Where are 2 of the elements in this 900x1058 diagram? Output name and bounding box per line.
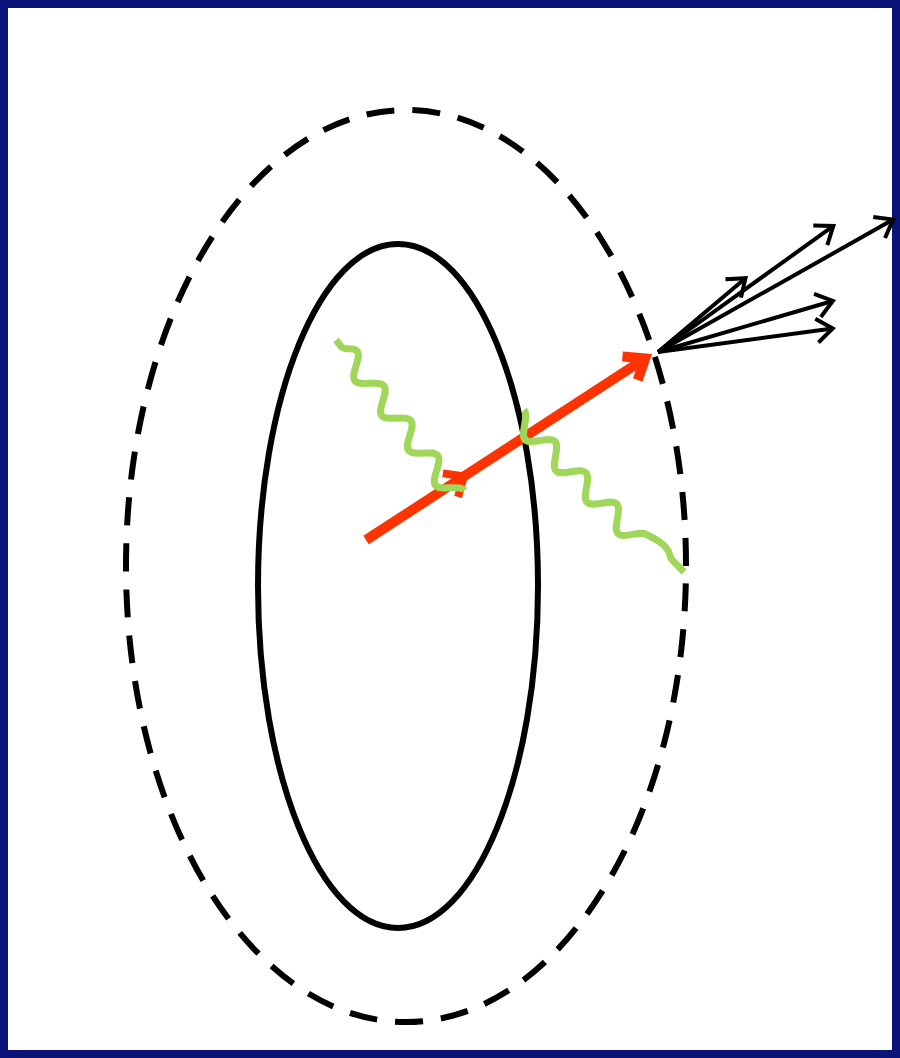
- ellipse: [255, 241, 541, 931]
- dashed-ellipse: [123, 107, 689, 1025]
